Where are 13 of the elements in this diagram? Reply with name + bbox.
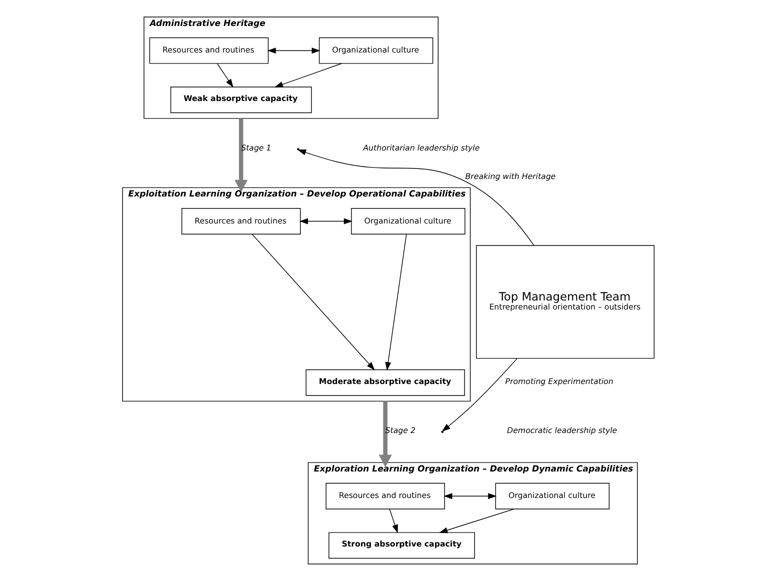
arrow <box>297 150 534 246</box>
arrow <box>274 63 342 88</box>
arrow <box>442 358 518 432</box>
arrow <box>234 118 248 192</box>
arrow <box>299 218 352 224</box>
arrow <box>439 508 514 534</box>
arrow <box>389 508 398 534</box>
arrow <box>385 234 407 371</box>
arrow <box>444 493 497 500</box>
arrow <box>216 63 234 88</box>
arrow <box>378 401 392 468</box>
arrow <box>252 234 375 370</box>
arrow <box>267 48 320 54</box>
